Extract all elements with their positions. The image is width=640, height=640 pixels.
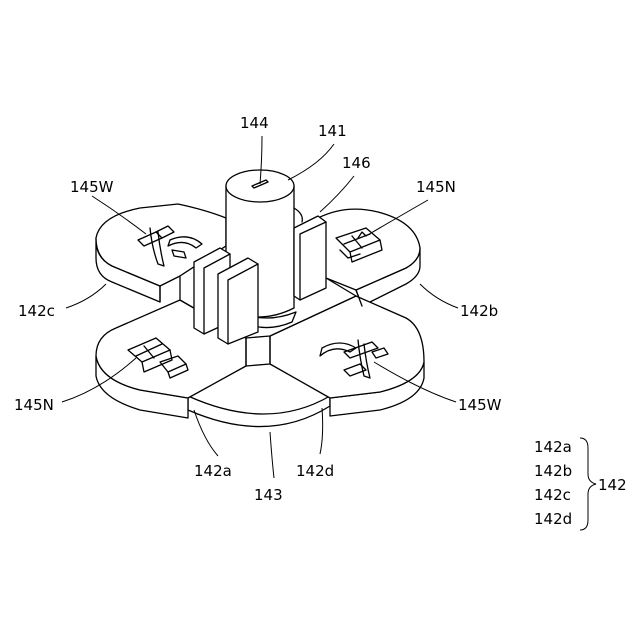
label-146: 146 <box>342 154 371 172</box>
legend-brace <box>580 438 596 530</box>
legend-item-142b: 142b <box>534 462 572 480</box>
label-145W-bottom: 145W <box>458 396 502 414</box>
label-144: 144 <box>240 114 269 132</box>
label-145N-top: 145N <box>416 178 456 196</box>
legend-group-label: 142 <box>598 476 627 494</box>
label-145W-top: 145W <box>70 178 114 196</box>
label-145N-bottom: 145N <box>14 396 54 414</box>
label-143: 143 <box>254 486 283 504</box>
label-141: 141 <box>318 122 347 140</box>
label-142d: 142d <box>296 462 334 480</box>
label-142a: 142a <box>194 462 232 480</box>
legend-item-142a: 142a <box>534 438 572 456</box>
base-disk-143 <box>188 396 330 427</box>
legend-item-142d: 142d <box>534 510 572 528</box>
label-142c: 142c <box>18 302 55 320</box>
label-142b: 142b <box>460 302 498 320</box>
legend-item-142c: 142c <box>534 486 571 504</box>
plate-front-right <box>218 258 258 344</box>
post-back-feature <box>294 208 302 222</box>
plate-146 <box>294 216 326 300</box>
notch-walls <box>246 336 270 366</box>
legend-142: 142a 142b 142c 142d 142 <box>534 438 627 530</box>
